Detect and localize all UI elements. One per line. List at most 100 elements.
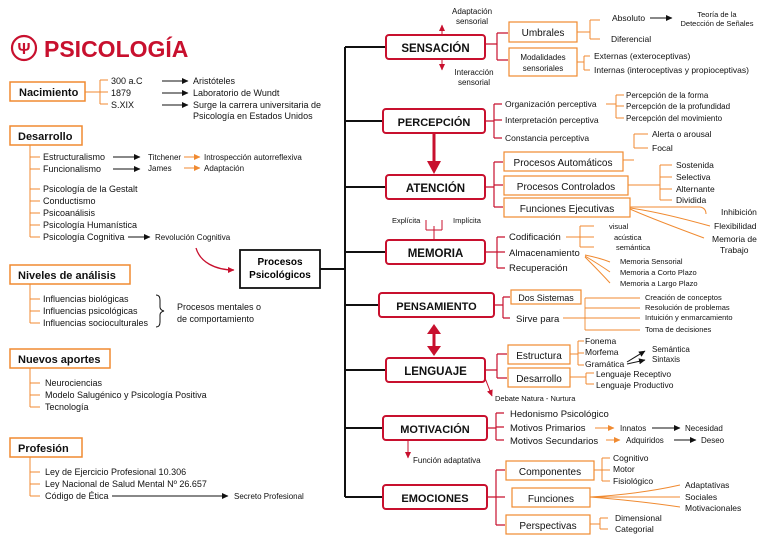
school-psicoanalisis: Psicoanálisis [43,208,96,218]
school-conductismo: Conductismo [43,196,96,206]
hedonismo-psicologico: Hedonismo Psicológico [510,409,609,420]
semantica: Semántica [652,345,690,354]
nivel-biologicas: Influencias biológicas [43,294,129,304]
branch-sensacion: SENSACIÓN Adaptación sensorial Interacci… [385,7,754,87]
memoria-explicita: Explícita [392,216,421,225]
school-gestalt: Psicología de la Gestalt [43,184,138,194]
nacimiento-header: Nacimiento [19,87,79,99]
memoria-recuperacion: Recuperación [509,263,568,274]
psi-logo-icon [10,34,38,62]
memoria-implicita: Implícita [453,216,482,225]
branch-atencion: ATENCIÓN Procesos Automáticos Procesos C… [385,129,757,255]
note-adaptacion: Adaptación [204,164,244,173]
dos-sistemas-box: Dos Sistemas [518,293,574,303]
componente-fisiologico: Fisiológico [613,476,653,486]
percepcion-movimiento: Percepción del movimiento [626,114,723,123]
node-percepcion: PERCEPCIÓN [398,116,471,129]
debate-natura-nurtura: Debate Natura - Nurtura [495,394,576,403]
funcion-motivacionales: Motivacionales [685,503,741,513]
author-james: James [148,164,172,173]
funcion-sociales: Sociales [685,492,717,502]
funcion-inhibicion: Inhibición [721,207,757,217]
toma-decisiones: Toma de decisiones [645,325,712,334]
motivos-primarios: Motivos Primarios [510,423,586,434]
branch-emociones: EMOCIONES Componentes Funciones Perspect… [382,453,741,535]
interpretacion-perceptiva: Interpretación perceptiva [505,115,599,125]
procesos-controlados-box: Procesos Controlados [517,182,615,193]
memoria-codificacion: Codificación [509,232,561,243]
funcion-memoria-trabajo-2: Trabajo [720,245,749,255]
school-humanistica: Psicología Humanística [43,220,137,230]
school-funcionalismo: Funcionalismo [43,164,101,174]
section-profesion: Profesión Ley de Ejercicio Profesional 1… [9,437,304,501]
funciones-box: Funciones [528,494,574,505]
umbral-absoluto: Absoluto [612,13,645,23]
componentes-box: Componentes [519,467,581,478]
codificacion-acustica: acústica [614,233,642,242]
percepcion-forma: Percepción de la forma [626,91,709,100]
perspectiva-categorial: Categorial [615,524,654,534]
node-memoria: MEMORIA [408,248,464,260]
aporte-neurociencias: Neurociencias [45,378,103,388]
section-nacimiento: Nacimiento 300 a.C 1879 S.XIX Aristótele… [9,76,321,121]
psi-symbol: Ψ [18,41,31,58]
resolucion-problemas: Resolución de problemas [645,303,730,312]
memoria-almacenamiento: Almacenamiento [509,248,580,259]
memoria-sensorial: Memoria Sensorial [620,257,683,266]
school-cognitiva: Psicología Cognitiva [43,232,125,242]
percepcion-to-atencion-arrow [427,134,441,174]
fonema: Fonema [585,336,616,346]
umbral-diferencial: Diferencial [611,34,651,44]
desarrollo-header: Desarrollo [18,131,73,143]
pensamiento-lenguaje-arrow [427,324,441,356]
estructura-box: Estructura [516,351,562,362]
funcion-memoria-trabajo-1: Memoria de [712,234,757,244]
motivo-necesidad: Necesidad [685,424,723,433]
author-titchener: Titchener [148,153,181,162]
nacimiento-desc-2: Laboratorio de Wundt [193,88,280,98]
constancia-perceptiva: Constancia perceptiva [505,133,589,143]
motivos-innatos: Innatos [620,424,646,433]
branch-motivacion: MOTIVACIÓN Hedonismo Psicológico Motivos… [382,409,725,465]
procesos-automaticos-box: Procesos Automáticos [514,158,613,169]
section-niveles: Niveles de análisis Influencias biológic… [9,264,261,328]
cognitive-to-center-arrow [195,247,235,273]
nacimiento-desc-3: Surge la carrera universitaria de [193,100,321,110]
modalidades-box-2: sensoriales [523,64,563,73]
componente-cognitivo: Cognitivo [613,453,649,463]
atencion-alternante: Alternante [676,184,715,194]
note-introspeccion: Introspección autorreflexiva [204,153,302,162]
center-label-2: Psicológicos [249,270,311,281]
nacimiento-date-2: 1879 [111,88,131,98]
aporte-tecnologia: Tecnología [45,402,89,412]
interaccion-sensorial-1: Interacción [454,68,493,77]
interaccion-sensorial-2: sensorial [458,78,490,87]
niveles-note-1: Procesos mentales o [177,302,261,312]
modalidad-externas: Externas (exteroceptivas) [594,51,691,61]
umbrales-box: Umbrales [522,28,565,39]
modalidad-internas: Internas (interoceptivas y propioceptiva… [594,65,749,75]
memoria-largo-plazo: Memoria a Largo Plazo [620,279,698,288]
perspectiva-dimensional: Dimensional [615,513,662,523]
atencion-selectiva: Selectiva [676,172,711,182]
sirve-para: Sirve para [516,314,560,325]
node-pensamiento: PENSAMIENTO [396,301,477,313]
organizacion-perceptiva: Organización perceptiva [505,99,597,109]
secreto-profesional: Secreto Profesional [234,492,304,501]
codigo-etica: Código de Ética [45,491,109,501]
nacimiento-desc-3b: Psicología en Estados Unidos [193,111,313,121]
memoria-corto-plazo: Memoria a Corto Plazo [620,268,697,277]
motivos-secundarios: Motivos Secundarios [510,436,598,447]
note-revolucion-cognitiva: Revolución Cognitiva [155,233,231,242]
motivos-adquiridos: Adquiridos [626,436,664,445]
node-lenguaje: LENGUAJE [404,366,467,378]
niveles-header: Niveles de análisis [18,270,116,282]
lenguaje-receptivo: Lenguaje Receptivo [596,369,671,379]
ley-ejercicio: Ley de Ejercicio Profesional 10.306 [45,467,186,477]
motivo-deseo: Deseo [701,436,725,445]
gramatica: Gramática [585,359,624,369]
componente-motor: Motor [613,464,635,474]
branch-lenguaje: LENGUAJE Estructura Desarrollo Fonema Mo… [385,336,690,403]
desarrollo-box: Desarrollo [516,374,562,385]
